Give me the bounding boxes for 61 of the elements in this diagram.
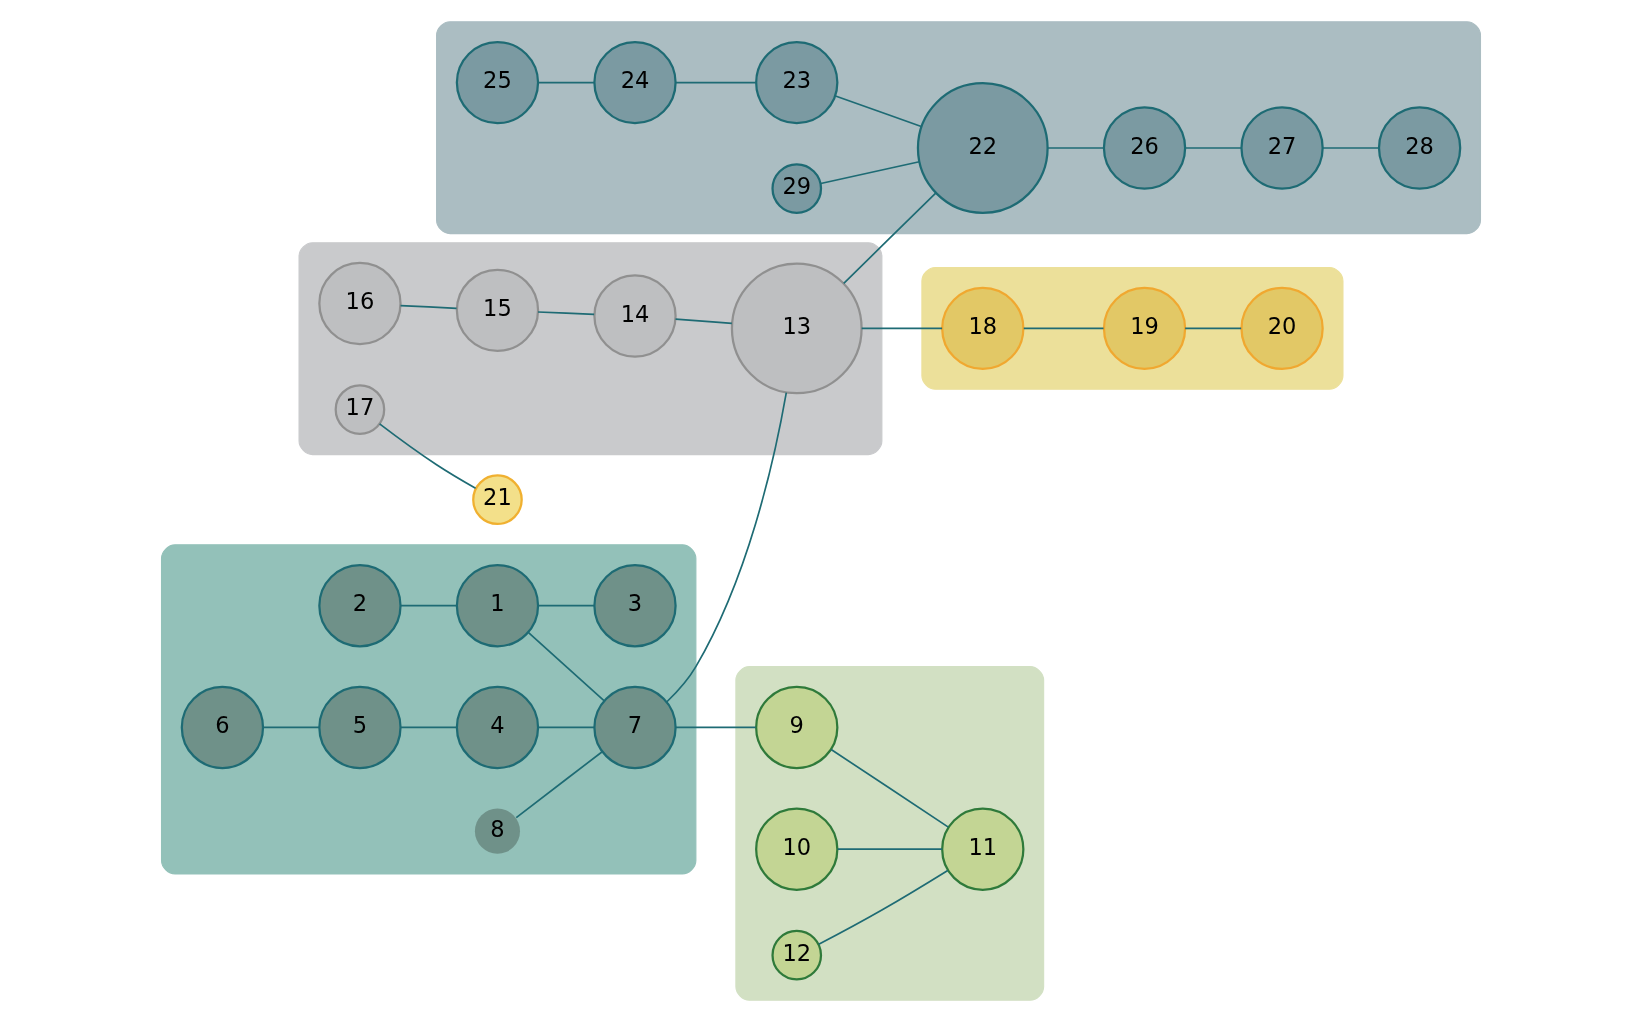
connector xyxy=(1047,147,1105,149)
connector xyxy=(1184,147,1242,149)
connector xyxy=(399,304,458,310)
connector xyxy=(537,311,595,316)
connector xyxy=(817,869,949,946)
connector xyxy=(537,604,595,607)
node-circle: 16 xyxy=(318,261,402,346)
cluster xyxy=(436,21,1482,235)
cluster xyxy=(298,242,883,456)
connector xyxy=(515,750,604,819)
node-circle: 6 xyxy=(180,685,265,770)
connector xyxy=(860,327,943,330)
connector xyxy=(819,160,921,185)
node-circle: 22 xyxy=(916,82,1049,214)
node-circle: 7 xyxy=(593,685,677,770)
connector xyxy=(537,726,595,729)
cluster xyxy=(735,666,1045,1001)
node-circle: 12 xyxy=(771,929,823,981)
connector xyxy=(537,81,595,84)
cluster xyxy=(921,266,1344,390)
connector xyxy=(399,726,458,729)
node-circle: 1 xyxy=(455,564,540,648)
connector xyxy=(665,391,788,703)
node-circle: 3 xyxy=(593,564,677,648)
node-circle: 26 xyxy=(1102,106,1187,190)
node-circle: 27 xyxy=(1240,106,1324,190)
connector xyxy=(1321,147,1380,149)
node-circle: 17 xyxy=(334,384,386,435)
connector xyxy=(674,318,733,325)
node-circle: 2 xyxy=(318,564,402,648)
connector xyxy=(834,95,923,128)
node-circle: 20 xyxy=(1240,286,1324,371)
node-circle: 24 xyxy=(593,40,677,125)
node-circle: 21 xyxy=(472,474,523,526)
connector xyxy=(830,748,950,828)
node-circle: 10 xyxy=(755,807,839,891)
node-circle: 28 xyxy=(1377,106,1462,190)
node-circle: 9 xyxy=(755,685,839,770)
node-circle: 18 xyxy=(941,286,1025,371)
connector xyxy=(378,423,477,490)
node-circle: 23 xyxy=(755,40,839,125)
connector xyxy=(1184,327,1242,330)
node-circle: 13 xyxy=(730,262,863,395)
connector xyxy=(399,604,458,607)
connector xyxy=(262,726,320,729)
node-circle: 19 xyxy=(1102,286,1187,371)
node-circle: 4 xyxy=(455,685,540,770)
node-circle: 5 xyxy=(318,685,402,770)
node-circle: 25 xyxy=(455,40,540,125)
connector xyxy=(675,726,757,729)
connector xyxy=(1022,327,1105,330)
node-circle: 14 xyxy=(593,274,677,358)
node-circle: 11 xyxy=(941,807,1025,891)
connector xyxy=(675,81,757,84)
connector xyxy=(836,848,943,851)
node-circle: 15 xyxy=(455,268,540,353)
node-circle: 8 xyxy=(474,808,520,854)
connector xyxy=(842,192,937,285)
node-circle: 29 xyxy=(771,163,823,214)
connector xyxy=(527,631,606,702)
cluster xyxy=(160,544,697,875)
